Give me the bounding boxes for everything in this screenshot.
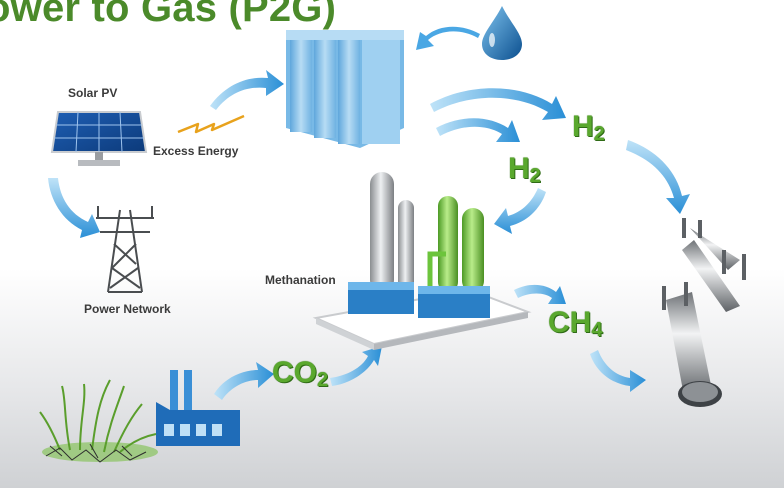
co2-label: CO2 bbox=[272, 356, 329, 391]
factory-icon bbox=[156, 370, 240, 446]
page-title: ower to Gas (P2G) bbox=[0, 0, 337, 30]
flow-arrows bbox=[48, 26, 690, 400]
biomass-icon bbox=[39, 379, 158, 463]
electrolyzer-icon bbox=[286, 30, 404, 148]
h2-top-label: H2 bbox=[572, 110, 605, 145]
solar-pv-label: Solar PV bbox=[68, 86, 118, 100]
solar-panel-icon bbox=[50, 111, 148, 166]
water-drop-icon bbox=[482, 6, 522, 60]
power-network-label: Power Network bbox=[84, 302, 171, 316]
power-tower-icon bbox=[96, 206, 154, 293]
lightning-icon bbox=[177, 114, 245, 134]
ch4-label: CH4 bbox=[548, 306, 603, 341]
methanation-plant-icon bbox=[312, 172, 532, 350]
methanation-label: Methanation bbox=[265, 273, 336, 287]
gas-pipeline-icon bbox=[662, 218, 746, 407]
h2-mid-label: H2 bbox=[508, 152, 541, 187]
excess-energy-label: Excess Energy bbox=[153, 144, 239, 158]
